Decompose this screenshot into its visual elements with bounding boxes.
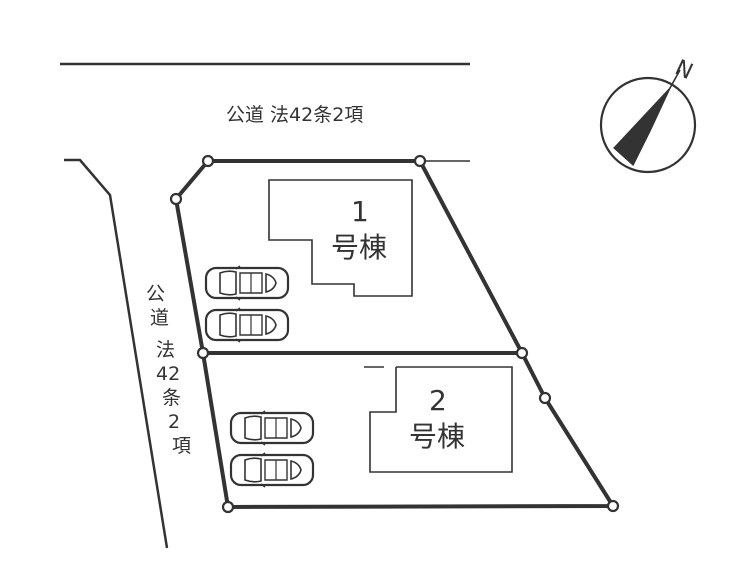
left-road-label-char: 2 xyxy=(168,411,180,433)
left-road-label-char: 道 xyxy=(150,307,169,329)
car-icon xyxy=(204,264,290,302)
compass: N xyxy=(599,56,697,174)
building-1-name: 号棟 xyxy=(331,231,387,264)
boundary-marker xyxy=(515,346,529,360)
compass-axis xyxy=(669,69,681,89)
boundary-marker xyxy=(201,154,215,168)
boundary-marker xyxy=(413,154,427,168)
north-arrow-icon xyxy=(613,87,671,166)
left-road-label: 公 道 法 42 条 2 項 xyxy=(146,283,191,457)
left-road-label-char: 42 xyxy=(156,363,180,385)
building-2-name: 号棟 xyxy=(409,420,465,453)
left-road-label-char: 公 xyxy=(146,283,165,305)
left-road-label-char: 法 xyxy=(156,339,175,361)
building-1-number: 1 xyxy=(351,195,369,228)
left-road-label-char: 項 xyxy=(172,435,191,457)
compass-ring xyxy=(599,76,697,174)
boundary-marker xyxy=(196,346,210,360)
car-icon xyxy=(229,451,315,489)
building-2-number: 2 xyxy=(429,384,447,417)
car-icon xyxy=(229,409,315,447)
left-road-edge xyxy=(64,158,169,549)
car-icon xyxy=(204,306,290,344)
building-1-footprint xyxy=(268,179,413,297)
north-arrow-outline xyxy=(632,87,671,166)
boundary-markers xyxy=(169,154,620,514)
boundary-marker xyxy=(169,192,183,206)
boundary-marker xyxy=(538,391,552,405)
boundary-marker xyxy=(606,499,620,513)
top-road-label: 公道 法42条2項 xyxy=(226,104,363,126)
left-road-label-char: 条 xyxy=(162,387,181,409)
boundary-marker xyxy=(221,500,235,514)
building-2-footprint xyxy=(369,366,513,473)
